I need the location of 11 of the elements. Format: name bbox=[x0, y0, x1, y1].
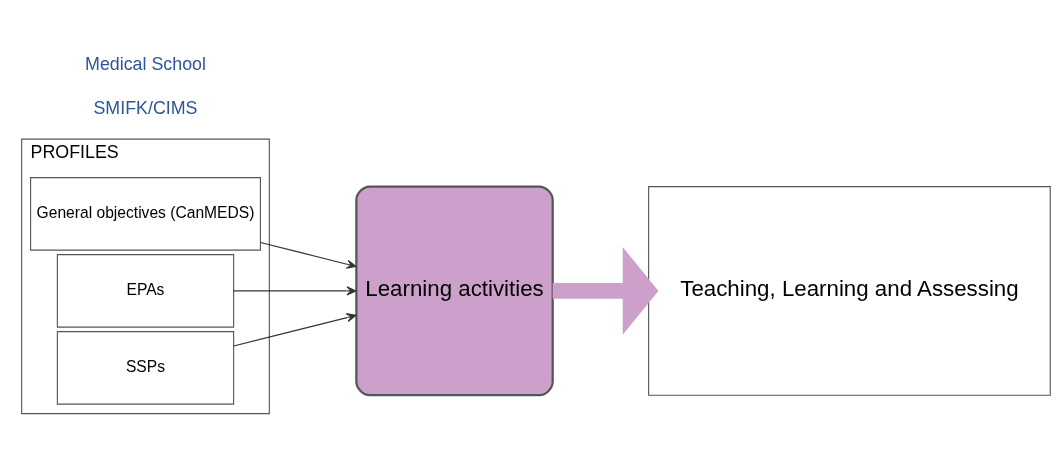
node-box: SSPs bbox=[56, 331, 235, 405]
arrow bbox=[259, 241, 357, 269]
arrow bbox=[233, 313, 357, 347]
node-box: General objectives (CanMEDS) bbox=[30, 177, 261, 251]
node-box: Teaching, Learning and Assessing bbox=[648, 186, 1051, 396]
arrow bbox=[233, 286, 357, 296]
label: Medical School bbox=[85, 53, 206, 74]
node-box: EPAs bbox=[56, 254, 235, 328]
arrow bbox=[552, 247, 659, 335]
node-box: Learning activities bbox=[355, 185, 554, 397]
label: SMIFK/CIMS bbox=[93, 98, 198, 119]
